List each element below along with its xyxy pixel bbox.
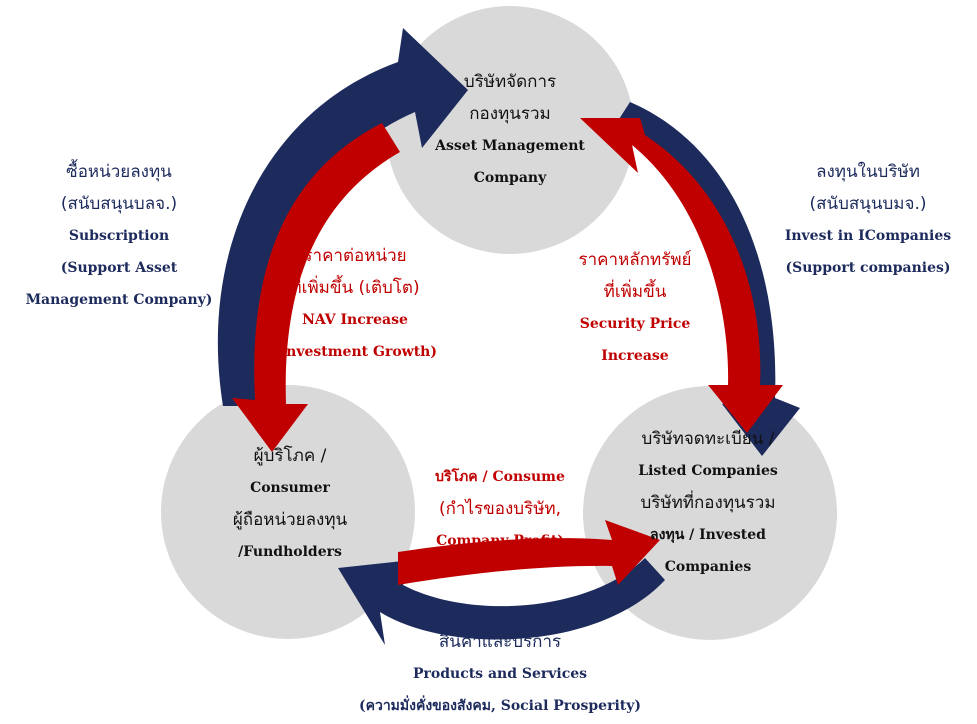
security-eng-line-1: Security Price: [579, 316, 691, 332]
subscription-eng-line-1: Subscription: [68, 228, 170, 244]
security-price-label: ราคาหลักทรัพย์ ที่เพิ่มขึ้น Security Pri…: [560, 244, 710, 372]
consume-line-1: บริโภค / Consume: [435, 469, 565, 485]
companies-thai-line-2: บริษัทที่กองทุนรวม: [640, 493, 776, 513]
consumer-eng-line-2: /Fundholders: [238, 544, 342, 560]
nav-increase-arrow: [232, 123, 400, 452]
amc-circle: [386, 6, 634, 254]
consumer-eng-line-1: Consumer: [250, 480, 330, 496]
companies-eng-line-2: ลงทุน / Invested: [650, 527, 766, 543]
products-arrow: [338, 558, 665, 645]
security-price-arrow: [580, 118, 783, 433]
amc-eng-line-1: Asset Management: [435, 138, 585, 154]
companies-eng-line-1: Listed Companies: [638, 463, 778, 479]
invest-eng-line-2: (Support companies): [785, 260, 951, 276]
nav-thai-line-1: ราคาต่อหน่วย: [303, 246, 407, 266]
nav-thai-line-2: ที่เพิ่มขึ้น (เติบโต): [290, 278, 420, 298]
amc-thai-line-2: กองทุนรวม: [469, 104, 551, 124]
amc-thai-line-1: บริษัทจัดการ: [463, 72, 557, 92]
subscription-thai-line-1: ซื้อหน่วยลงทุน: [66, 162, 172, 182]
nav-increase-label: ราคาต่อหน่วย ที่เพิ่มขึ้น (เติบโต) NAV I…: [265, 240, 445, 368]
amc-label: บริษัทจัดการ กองทุนรวม Asset Management …: [420, 66, 600, 194]
companies-eng-line-3: Companies: [664, 559, 752, 575]
security-thai-line-1: ราคาหลักทรัพย์: [578, 250, 692, 270]
products-eng-line-1: Products and Services: [412, 666, 588, 682]
security-eng-line-2: Increase: [601, 348, 669, 364]
invest-eng-line-1: Invest in ICompanies: [784, 228, 952, 244]
products-thai-line-1: สินค้าและบริการ: [438, 632, 562, 652]
invest-label: ลงทุนในบริษัท (สนับสนุนบมจ.) Invest in I…: [768, 156, 968, 284]
consume-line-3: Company Profit): [436, 533, 564, 549]
nav-eng-line-2: (Investment Growth): [273, 344, 437, 360]
security-thai-line-2: ที่เพิ่มขึ้น: [603, 282, 667, 302]
consume-label: บริโภค / Consume (กำไรของบริษัท, Company…: [415, 461, 585, 557]
products-label: สินค้าและบริการ Products and Services (ค…: [320, 626, 680, 722]
consume-arrow: [398, 520, 660, 585]
subscription-eng-line-3: Management Company): [25, 292, 213, 308]
consume-line-2: (กำไรของบริษัท,: [438, 499, 562, 519]
invest-thai-line-1: ลงทุนในบริษัท: [816, 162, 920, 182]
consumer-label: ผู้บริโภค / Consumer ผู้ถือหน่วยลงทุน /F…: [200, 440, 380, 568]
subscription-arrow: [217, 28, 468, 406]
products-eng-line-2: (ความมั่งคั่งของสังคม, Social Prosperity…: [358, 698, 642, 714]
consumer-thai-line-1: ผู้บริโภค /: [253, 446, 327, 466]
amc-eng-line-2: Company: [473, 170, 547, 186]
subscription-eng-line-2: (Support Asset: [60, 260, 178, 276]
companies-thai-line-1: บริษัทจดทะเบียน /: [641, 429, 775, 449]
subscription-thai-line-2: (สนับสนุนบลจ.): [60, 194, 178, 214]
companies-label: บริษัทจดทะเบียน / Listed Companies บริษั…: [608, 423, 808, 583]
invest-thai-line-2: (สนับสนุนบมจ.): [809, 194, 927, 214]
consumer-thai-line-2: ผู้ถือหน่วยลงทุน: [232, 510, 348, 530]
nav-eng-line-1: NAV Increase: [302, 312, 408, 328]
subscription-label: ซื้อหน่วยลงทุน (สนับสนุนบลจ.) Subscripti…: [14, 156, 224, 316]
